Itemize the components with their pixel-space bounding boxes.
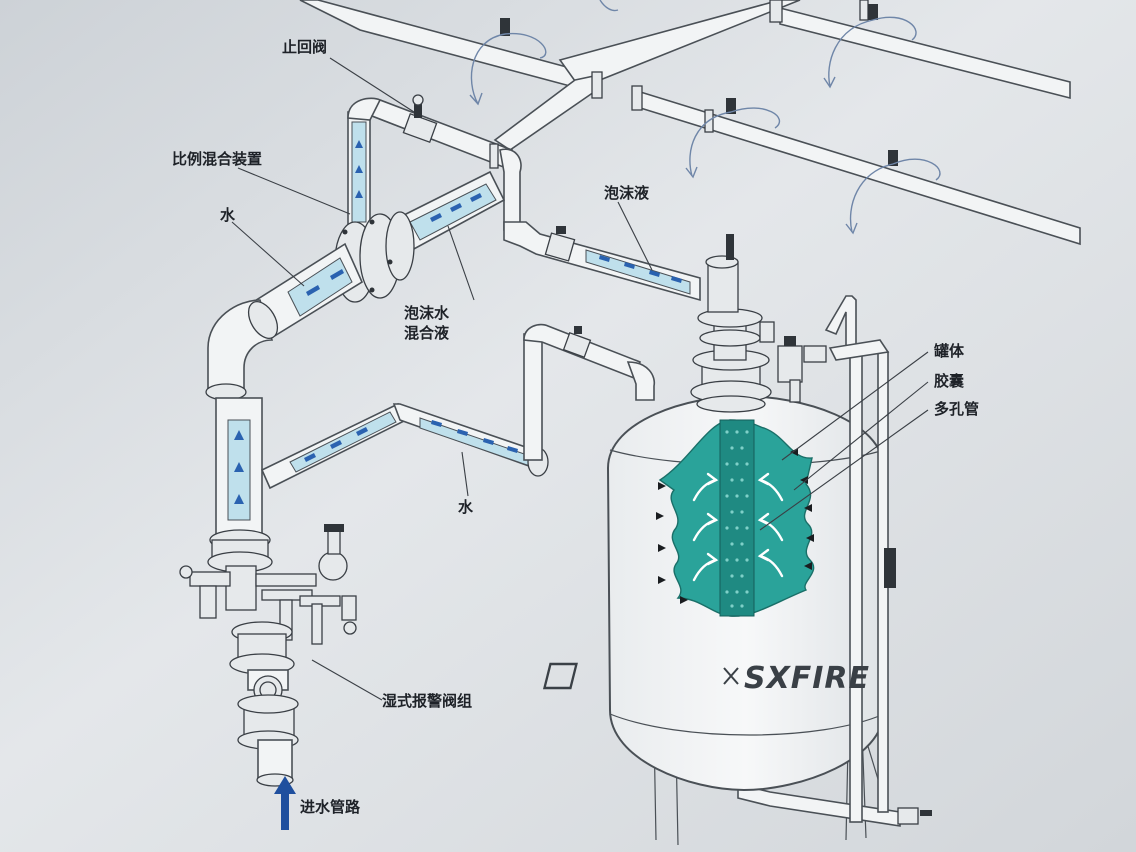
label-foam-water-mix-line2: 混合液 (404, 324, 450, 342)
foam-liquid-pipe (503, 221, 701, 302)
label-water-return: 水 (458, 498, 474, 516)
sprinkler-head (599, 0, 619, 12)
label-wet-alarm-valve-group: 湿式报警阀组 (382, 692, 472, 710)
brand-logo: SXFIRE (542, 661, 870, 696)
leader-lines (231, 57, 929, 701)
perforated-pipe (719, 419, 755, 617)
logo-mark-icon (542, 662, 739, 690)
sprinkler-head (823, 4, 917, 89)
label-proportional-mixer: 比例混合装置 (172, 150, 262, 168)
proportional-mixer (334, 170, 506, 303)
wet-alarm-valve-group (179, 524, 357, 787)
label-check-valve: 止回阀 (282, 38, 327, 56)
label-foam-water-mix-line1: 泡沫水 (404, 304, 450, 322)
inlet-arrow-icon (274, 776, 296, 830)
sprinkler-head (845, 150, 941, 235)
sprinkler-head (469, 18, 547, 106)
label-perforated-pipe: 多孔管 (934, 400, 979, 418)
label-foam-liquid: 泡沫液 (604, 184, 650, 202)
main-riser (207, 397, 273, 573)
brand-logo-text: SXFIRE (744, 661, 870, 696)
label-bladder: 胶囊 (934, 372, 965, 390)
sprinkler-head (685, 98, 781, 179)
label-water-inlet: 水 (220, 206, 236, 224)
mixer-upper-piping (347, 94, 522, 233)
water-branch-pipe (260, 323, 656, 490)
foam-tank: SXFIRE (542, 234, 932, 846)
sprinkler-pipe-network (299, 0, 1081, 246)
label-tank-body: 罐体 (933, 342, 965, 360)
label-water-inlet-pipe: 进水管路 (300, 798, 361, 816)
